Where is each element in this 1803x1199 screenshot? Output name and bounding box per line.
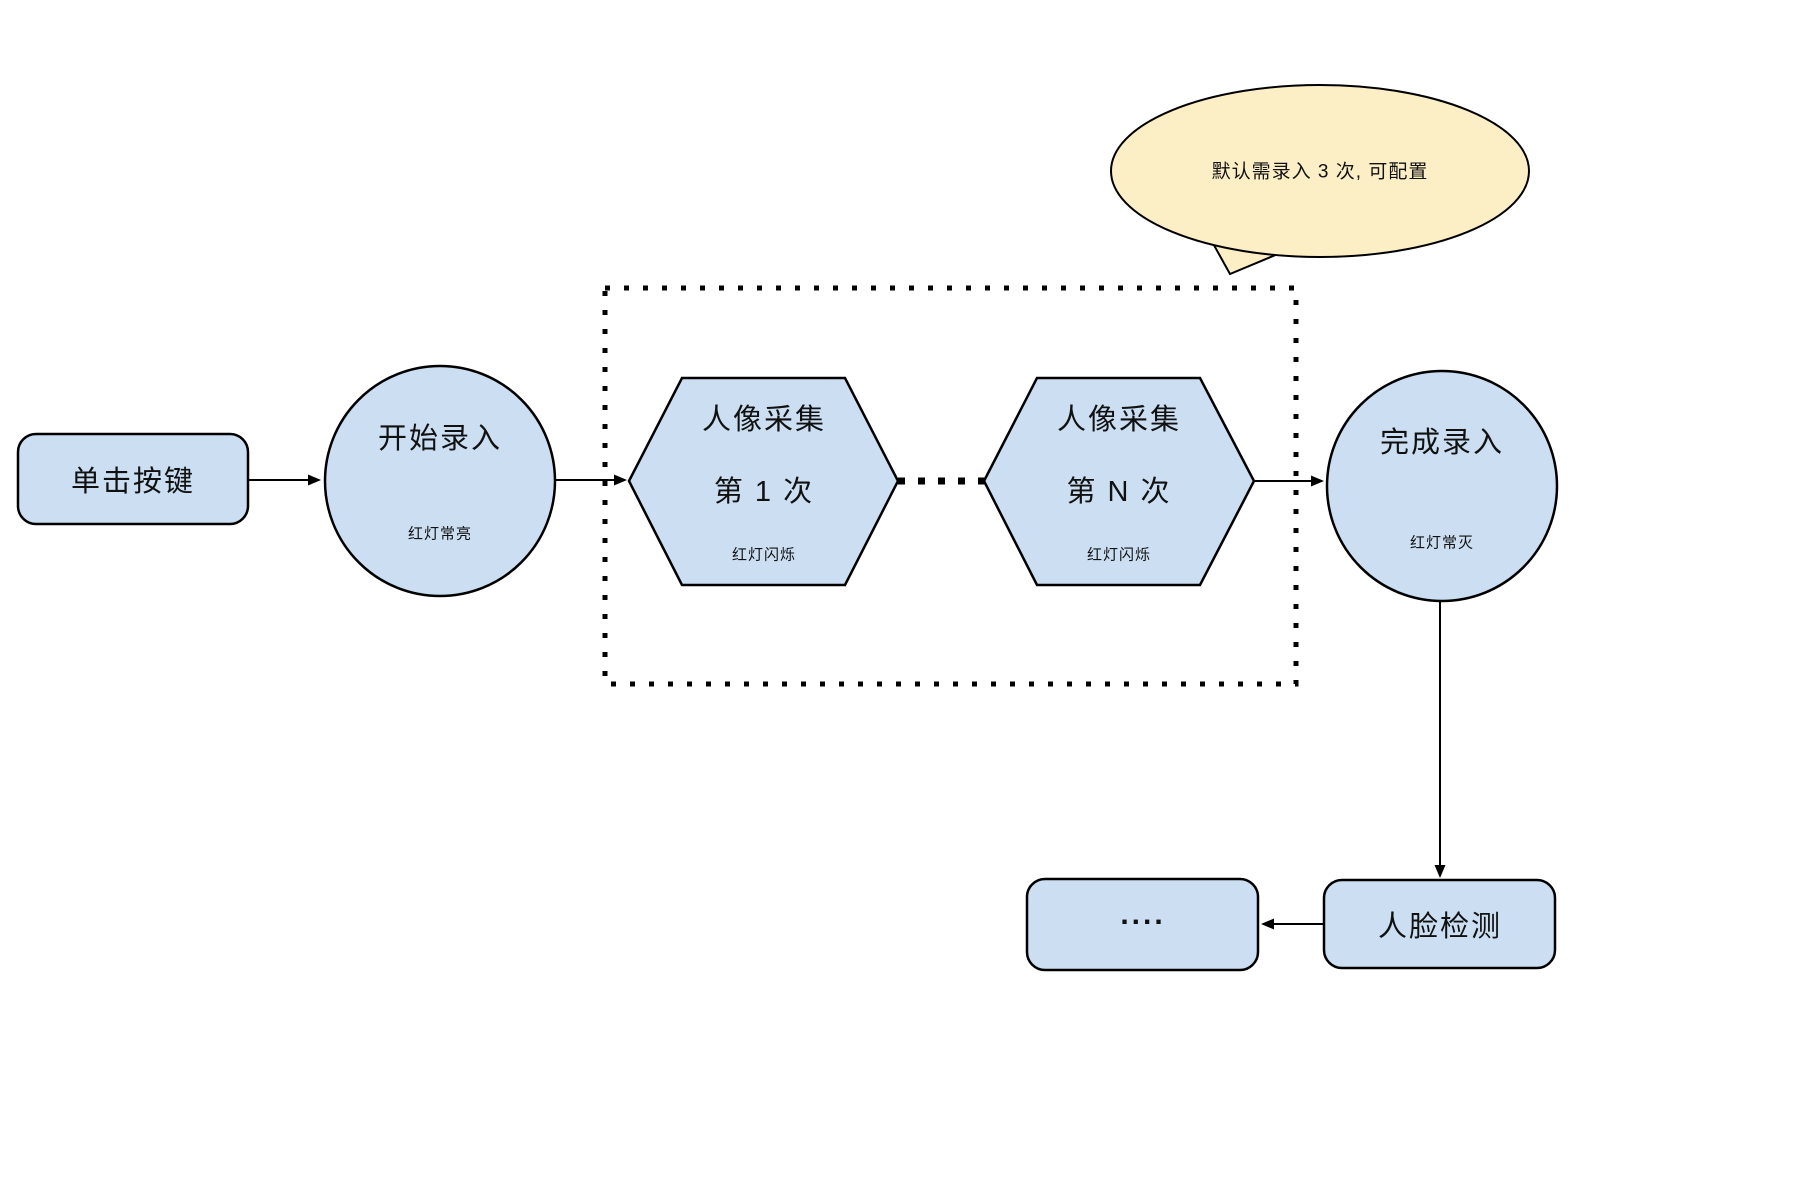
finish-capture-shape (1325, 369, 1559, 603)
start-capture-title: 开始录入 (377, 423, 503, 455)
capture-nth-subtitle: 红灯闪烁 (1086, 546, 1152, 564)
start-capture-subtitle: 红灯常亮 (407, 525, 473, 543)
continuation-shape (1025, 877, 1260, 972)
face-detection-label: 人脸检测 (1377, 911, 1503, 943)
capture-first-line2: 第 1 次 (713, 476, 815, 508)
continuation-label: .... (1120, 898, 1166, 931)
capture-nth-line1: 人像采集 (1056, 404, 1182, 436)
capture-first-line1: 人像采集 (701, 404, 827, 436)
start-capture-shape (323, 364, 557, 598)
finish-capture-subtitle: 红灯常灭 (1409, 534, 1475, 552)
callout-text: 默认需录入 3 次, 可配置 (1211, 161, 1429, 183)
click-button-label: 单击按键 (70, 466, 196, 498)
capture-first-subtitle: 红灯闪烁 (731, 546, 797, 564)
finish-capture-title: 完成录入 (1379, 427, 1505, 459)
capture-nth-line2: 第 N 次 (1066, 476, 1172, 508)
capture-group-dotted-border (602, 285, 1299, 687)
callout-bubble-shape (1110, 84, 1530, 258)
